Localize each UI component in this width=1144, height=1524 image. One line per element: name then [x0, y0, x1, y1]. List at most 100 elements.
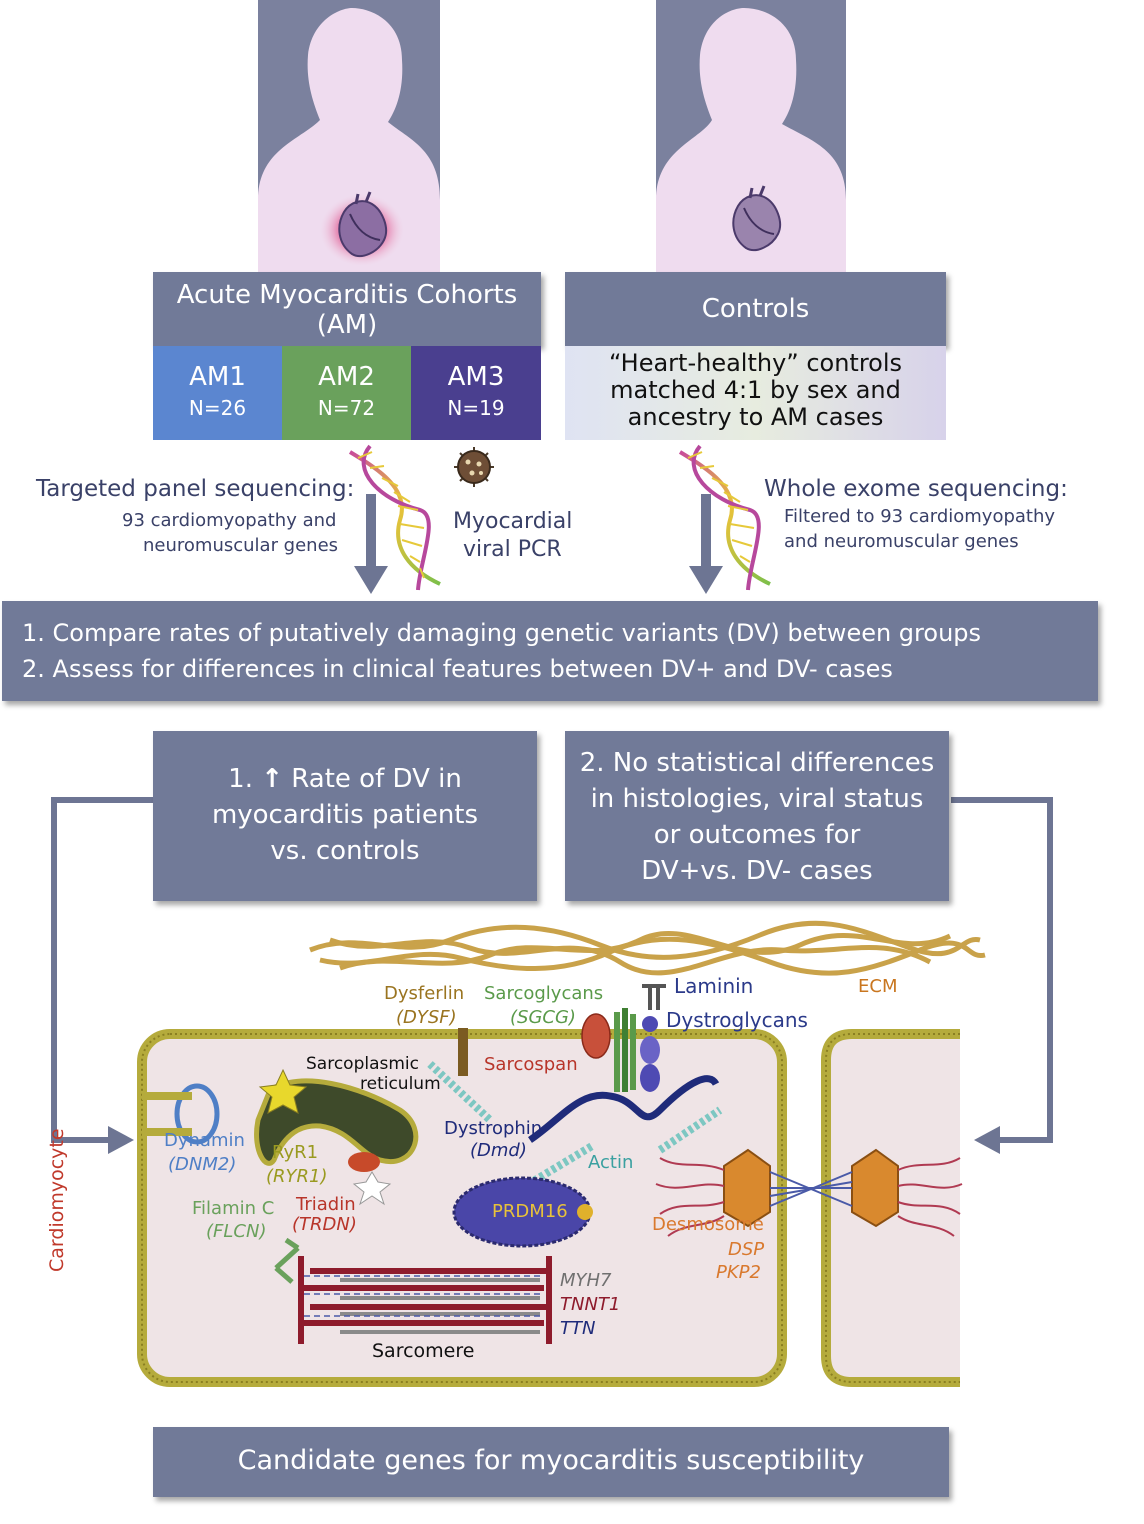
filamin-shape	[274, 1237, 300, 1284]
dna-helix-right-icon	[678, 444, 771, 591]
pkp2-gene: PKP2	[716, 1262, 761, 1283]
desmosome-junction	[769, 1171, 853, 1207]
sarcoglycans-bars	[614, 1008, 636, 1092]
controls-header: Controls	[565, 272, 946, 346]
heart-inflamed-icon	[338, 191, 388, 258]
result-1-prefix: 1.	[228, 764, 253, 794]
am1-cell: AM1 N=26	[153, 346, 282, 440]
ecm-label: ECM	[858, 976, 898, 997]
ryr1-star-icon	[258, 1068, 308, 1114]
viral-pcr-line1: Myocardial	[453, 509, 573, 534]
cardiomyocyte-label: Cardiomyocyte	[46, 1128, 68, 1272]
controls-desc-line1: “Heart-healthy” controls	[608, 349, 903, 377]
triadin-shape	[348, 1152, 380, 1172]
ecm-fibers	[309, 920, 986, 976]
targeted-sequencing-sub1: 93 cardiomyopathy and	[122, 510, 337, 531]
am2-n: N=72	[317, 396, 376, 420]
am3-name: AM3	[447, 362, 505, 392]
result-1-line3: vs. controls	[270, 836, 420, 866]
triadin-gene: (TRDN)	[292, 1214, 357, 1235]
sarcomere	[298, 1256, 552, 1344]
up-arrow-icon: ↑	[261, 764, 284, 794]
dysferlin-rod	[458, 1028, 468, 1076]
aim-2: 2. Assess for differences in clinical fe…	[22, 655, 893, 683]
am3-cell: AM3 N=19	[411, 346, 541, 440]
heart-healthy-icon	[732, 185, 782, 252]
controls-desc-line3: ancestry to AM cases	[627, 403, 884, 431]
arrow-right-head	[974, 1126, 1000, 1154]
dsp-gene: DSP	[728, 1239, 765, 1260]
laminin-shape	[642, 984, 666, 1010]
result-2-line2: in histologies, viral status	[590, 784, 924, 814]
arrow-down-right	[689, 494, 723, 594]
aim-1: 1. Compare rates of putatively damaging …	[22, 619, 982, 647]
sarcospan-label: Sarcospan	[484, 1054, 578, 1075]
controls-description: “Heart-healthy” controls matched 4:1 by …	[565, 346, 946, 440]
dystrophin-label: Dystrophin	[444, 1118, 543, 1139]
prdm16-dot	[577, 1204, 593, 1220]
white-star-icon	[352, 1171, 392, 1206]
tnnt1-gene: TNNT1	[560, 1294, 621, 1315]
desmosome-label: Desmosome	[652, 1214, 764, 1235]
exome-sequencing-sub2: and neuromuscular genes	[784, 531, 1019, 552]
result-2-line1: 2. No statistical differences	[579, 748, 935, 778]
result-2-line3: or outcomes for	[653, 820, 861, 850]
dynamin-gene: (DNM2)	[168, 1154, 237, 1175]
am-cohort-header: Acute Myocarditis Cohorts (AM)	[153, 272, 541, 346]
ttn-gene: TTN	[560, 1318, 596, 1339]
control-silhouette	[656, 0, 846, 272]
desmosome-right	[851, 1148, 963, 1237]
dystroglycan-beads	[640, 1016, 660, 1092]
dynamin-ring	[142, 1083, 220, 1145]
triadin-label: Triadin	[296, 1194, 356, 1215]
result-2-box: 2. No statistical differences in histolo…	[565, 731, 949, 901]
dystrophin-chain	[528, 1075, 720, 1143]
result-1-line1-row: 1. ↑ Rate of DV in	[153, 761, 537, 797]
am2-name: AM2	[318, 362, 375, 392]
dysferlin-gene: (DYSF)	[396, 1007, 457, 1028]
dna-helix-left-icon	[348, 444, 441, 591]
desmosome-left	[655, 1148, 771, 1237]
sarcoglycans-label: Sarcoglycans	[484, 983, 604, 1004]
exome-sequencing-sub1: Filtered to 93 cardiomyopathy	[784, 506, 1056, 527]
targeted-sequencing-sub2: neuromuscular genes	[143, 535, 339, 556]
virus-icon	[454, 447, 494, 487]
sarcospan-shape	[581, 1013, 611, 1059]
sr-label-line2: reticulum	[360, 1074, 441, 1094]
prdm16-label: PRDM16	[492, 1201, 568, 1222]
sarcomere-label: Sarcomere	[372, 1340, 475, 1362]
am3-n: N=19	[447, 396, 505, 420]
am1-n: N=26	[188, 396, 247, 420]
sr-label-line1: Sarcoplasmic	[306, 1054, 419, 1074]
result-1-line1: Rate of DV in	[291, 764, 462, 794]
am-patient-silhouette	[258, 0, 440, 272]
arrow-right-connector	[951, 797, 1053, 1143]
ryr1-label: RyR1	[272, 1142, 319, 1163]
actin-filament-3	[657, 1106, 723, 1154]
controls-desc-line2: matched 4:1 by sex and	[610, 376, 901, 404]
viral-pcr-line2: viral PCR	[463, 537, 562, 562]
dysferlin-label: Dysferlin	[384, 983, 465, 1004]
filamin-gene: (FLCN)	[206, 1221, 267, 1242]
arrow-down-left	[354, 494, 388, 594]
am2-cell: AM2 N=72	[282, 346, 411, 440]
ryr1-gene: (RYR1)	[266, 1166, 328, 1187]
actin-label: Actin	[588, 1152, 634, 1173]
am1-name: AM1	[189, 362, 246, 392]
myh7-gene: MYH7	[560, 1270, 612, 1291]
am-cohort-title: Acute Myocarditis Cohorts	[176, 280, 518, 310]
conclusion-box: Candidate genes for myocarditis suscepti…	[153, 1427, 949, 1497]
result-2-line4: DV+vs. DV- cases	[641, 856, 873, 886]
dystroglycans-label: Dystroglycans	[666, 1008, 808, 1032]
arrow-left-head	[108, 1126, 134, 1154]
laminin-label: Laminin	[674, 974, 754, 998]
targeted-sequencing-title: Targeted panel sequencing:	[36, 476, 355, 502]
filamin-label: Filamin C	[192, 1198, 275, 1219]
am-cohort-subtitle: (AM)	[316, 310, 378, 340]
conclusion-text: Candidate genes for myocarditis suscepti…	[237, 1445, 865, 1476]
controls-title: Controls	[701, 294, 810, 324]
result-1-box: 1. ↑ Rate of DV in myocarditis patients …	[153, 731, 537, 901]
dynamin-label: Dynamin	[164, 1130, 245, 1151]
result-1-line2: myocarditis patients	[211, 800, 479, 830]
